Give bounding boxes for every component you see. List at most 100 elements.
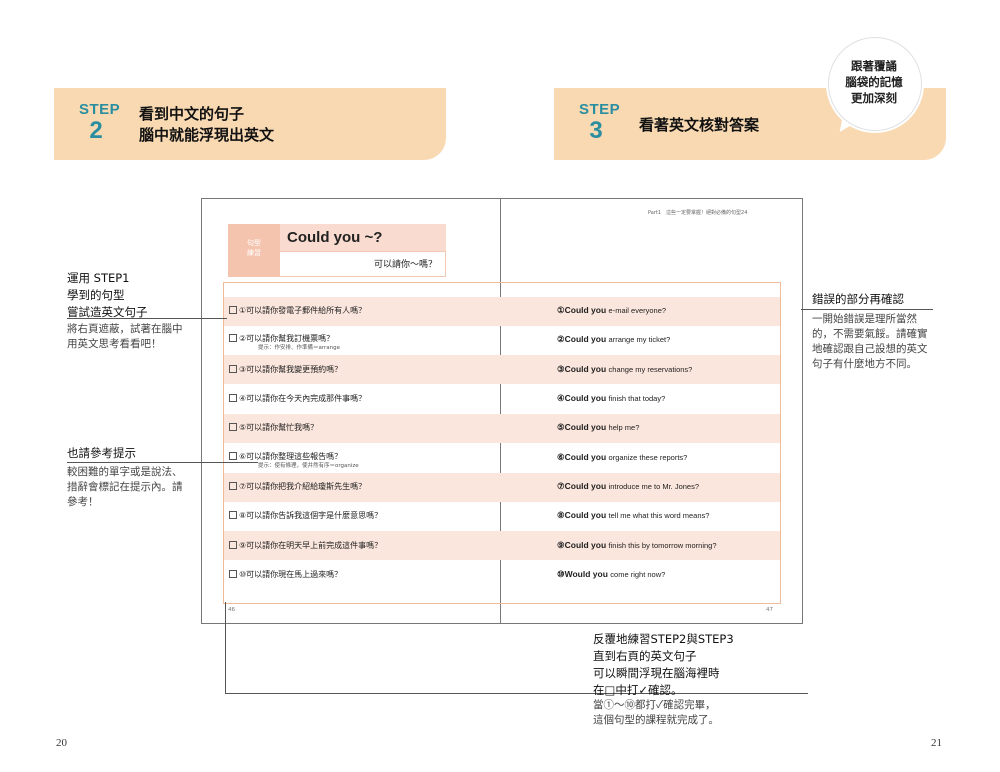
book-page-number-left: 46 <box>228 607 235 613</box>
answer-lead: ⑧Could you <box>557 510 607 520</box>
answer-item: ⑨Could you finish this by tomorrow morni… <box>557 540 717 551</box>
annotation-3-line <box>801 309 933 310</box>
answer-lead: ②Could you <box>557 334 607 344</box>
check-box[interactable] <box>229 334 237 342</box>
question-text: ③可以請你幫我變更預約嗎？ <box>239 365 343 374</box>
row-band <box>224 414 780 443</box>
step2-word: STEP <box>79 101 121 118</box>
answer-item: ⑥Could you organize these reports? <box>557 452 687 463</box>
annotation-3-body-line3: 地確認跟自己設想的英文 <box>812 343 928 355</box>
question-text: ⑩可以請你現在馬上過來嗎？ <box>239 570 343 579</box>
step2-number: 2 <box>89 117 103 144</box>
annotation-2-line <box>67 462 258 463</box>
check-box[interactable] <box>229 541 237 549</box>
page-number-right: 21 <box>931 737 942 749</box>
speech-bubble <box>828 37 922 131</box>
check-box[interactable] <box>229 423 237 431</box>
annotation-4-title-line4: 在□中打✓確認。 <box>593 683 683 697</box>
annotation-3-body-line4: 句子有什麼地方不同。 <box>812 358 917 370</box>
annotation-4-connector-horizontal <box>225 693 808 694</box>
annotation-1-title-line2: 學到的句型 <box>67 288 125 302</box>
question-item: ①可以請你發電子郵件給所有人嗎？ <box>229 305 366 316</box>
annotation-1-title-line3: 嘗試造英文句子 <box>67 305 148 319</box>
step3-number: 3 <box>589 117 603 144</box>
answer-rest: finish that today? <box>608 394 666 403</box>
answer-rest: finish this by tomorrow morning? <box>608 541 717 550</box>
annotation-4-body-line1: 當①～⑩都打✓確認完畢， <box>593 699 716 711</box>
answer-rest: introduce me to Mr. Jones? <box>608 482 700 491</box>
hint-text: 提示：作安排、作準備＝arrange <box>258 345 341 351</box>
answer-item: ⑦Could you introduce me to Mr. Jones? <box>557 481 699 492</box>
pattern-title: Could you ~? <box>280 224 446 251</box>
answer-rest: change my reservations? <box>608 365 693 374</box>
annotation-2-body-line3: 參考！ <box>67 496 99 508</box>
answer-item: ④Could you finish that today? <box>557 393 665 404</box>
check-box[interactable] <box>229 570 237 578</box>
question-item: ⑨可以請你在明天早上前完成這件事嗎？ <box>229 540 382 551</box>
question-item: ⑩可以請你現在馬上過來嗎？ <box>229 569 342 580</box>
annotation-1-body-line1: 將右頁遮蔽，試著在腦中 <box>67 323 183 335</box>
check-box[interactable] <box>229 482 237 490</box>
step2-title: 看到中文的句子 腦中就能浮現出英文 <box>139 104 274 146</box>
answer-item: ①Could you e-mail everyone? <box>557 305 666 316</box>
annotation-4-connector-vertical <box>225 602 226 694</box>
left-exercise-frame <box>223 282 501 604</box>
question-text: ⑤可以請你幫忙我嗎？ <box>239 423 319 432</box>
answer-lead: ⑨Could you <box>557 540 607 550</box>
annotation-4-body: 當①～⑩都打✓確認完畢， 這個句型的課程就完成了。 <box>593 698 719 728</box>
annotation-4-title-line1: 反覆地練習STEP2與STEP3 <box>593 632 734 646</box>
step3-word: STEP <box>579 101 621 118</box>
annotation-2-body: 較困難的單字或是說法、 措辭會標記在提示內。請 參考！ <box>67 465 183 510</box>
annotation-4-title-line2: 直到右頁的英文句子 <box>593 649 697 663</box>
question-item: ③可以請你幫我變更預約嗎？ <box>229 364 342 375</box>
question-item: ②可以請你幫我訂機票嗎？ <box>229 333 334 344</box>
book-page-number-right: 47 <box>766 607 773 613</box>
answer-lead: ③Could you <box>557 364 607 374</box>
row-band <box>224 355 780 384</box>
question-text: ⑨可以請你在明天早上前完成這件事嗎？ <box>239 541 383 550</box>
answer-lead: ⑥Could you <box>557 452 607 462</box>
answer-rest: help me? <box>608 423 640 432</box>
annotation-2-body-line1: 較困難的單字或是說法、 <box>67 466 183 478</box>
answer-rest: come right now? <box>610 570 666 579</box>
row-band <box>224 473 780 502</box>
question-item: ⑥可以請你整理這些報告嗎？ <box>229 451 342 462</box>
page-number-left: 20 <box>56 737 67 749</box>
row-band <box>224 297 780 326</box>
check-box[interactable] <box>229 365 237 373</box>
answer-lead: ①Could you <box>557 305 607 315</box>
question-item: ⑧可以請你告訴我這個字是什麼意思嗎？ <box>229 510 382 521</box>
check-box[interactable] <box>229 452 237 460</box>
answer-lead: ⑩Would you <box>557 569 608 579</box>
row-band <box>224 531 780 560</box>
step2-title-line2: 腦中就能浮現出英文 <box>139 126 275 144</box>
check-box[interactable] <box>229 394 237 402</box>
question-text: ①可以請你發電子郵件給所有人嗎？ <box>239 306 367 315</box>
answer-item: ⑧Could you tell me what this word means? <box>557 510 709 521</box>
check-box[interactable] <box>229 511 237 519</box>
step2-banner: STEP 2 看到中文的句子 腦中就能浮現出英文 <box>54 88 446 160</box>
book-spine <box>500 198 501 623</box>
pattern-label: 句型 練習 <box>228 224 280 277</box>
question-text: ④可以請你在今天內完成那件事嗎？ <box>239 394 367 403</box>
pattern-translation: 可以請你～嗎？ <box>280 251 446 277</box>
question-text: ⑦可以請你把我介紹給瓊斯先生嗎？ <box>239 482 367 491</box>
annotation-3-body: 一開始錯誤是理所當然 的，不需要氣餒。請確實 地確認跟自己設想的英文 句子有什麼… <box>812 312 928 372</box>
answer-item: ⑤Could you help me? <box>557 422 639 433</box>
question-item: ⑦可以請你把我介紹給瓊斯先生嗎？ <box>229 481 366 492</box>
check-box[interactable] <box>229 306 237 314</box>
pattern-label-line2: 練習 <box>247 249 261 257</box>
annotation-1-body-line2: 用英文思考看看吧！ <box>67 338 162 350</box>
annotation-2-title: 也請參考提示 <box>67 446 136 460</box>
annotation-4-title-line3: 可以瞬間浮現在腦海裡時 <box>593 666 720 680</box>
question-item: ④可以請你在今天內完成那件事嗎？ <box>229 393 366 404</box>
annotation-2-body-line2: 措辭會標記在提示內。請 <box>67 481 183 493</box>
pattern-label-line1: 句型 <box>247 239 261 247</box>
hint-text: 提示：使有條理，使井然有序＝organize <box>258 463 359 469</box>
answer-item: ②Could you arrange my ticket? <box>557 334 670 345</box>
step2-badge: STEP 2 <box>79 101 121 144</box>
step3-badge: STEP 3 <box>579 101 621 144</box>
book-header-right: Part1 這些一定要掌握！絕對必備的句型24 <box>648 210 748 216</box>
step2-title-line1: 看到中文的句子 <box>139 105 245 123</box>
step3-title: 看著英文核對答案 <box>639 116 760 134</box>
